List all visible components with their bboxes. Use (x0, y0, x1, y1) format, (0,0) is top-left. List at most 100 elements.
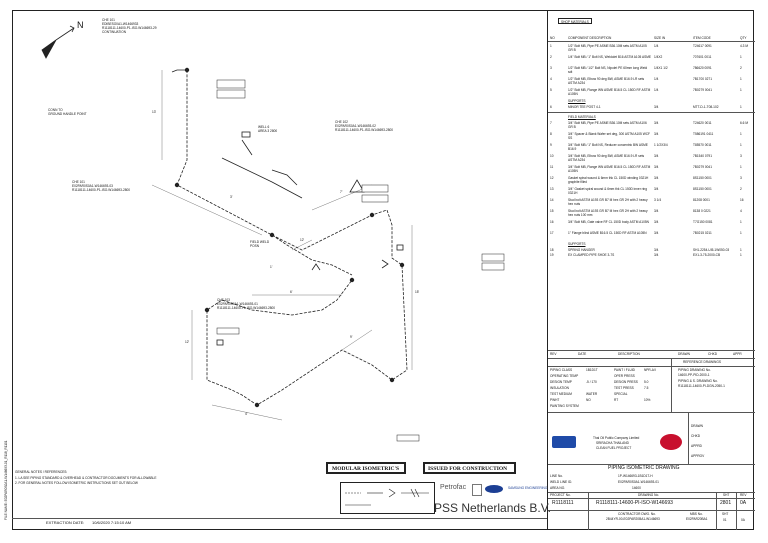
bom-cell: 3/4" Bolt MB, Pipe PE ASME B36.10M sets … (568, 121, 647, 129)
property-cell: TEST MEDIUM (550, 392, 572, 396)
callout-5-line2: E02PAR0S0A1-W146693-01 (217, 302, 258, 306)
ref-4: R1118111-14600-PI-DGN-2050-1 (678, 384, 725, 388)
dim-text: 7' (340, 190, 343, 194)
stamp-issued-text: ISSUED FOR CONSTRUCTION (428, 466, 508, 472)
rev-col-drawn: DRAWN (678, 352, 690, 356)
callout-4-line3: R1118111-14600-P1-ISO-W146693-2800 (335, 128, 394, 132)
rev-col-rev: REV (550, 352, 557, 356)
bom-cell: 1/2" Bolt MB, Flange WN ASME B16.5 CL 15… (568, 88, 651, 96)
sig-apprd: APPRD (691, 444, 702, 448)
bom-cell: 3/4 (654, 209, 659, 213)
bom-cell: 1 (740, 231, 742, 235)
callout-label-1: CHE 101 EDIBESO0A1-W1466933 R1118111-146… (102, 18, 157, 34)
property-cell: PAINT / FLUID (614, 368, 635, 372)
bom-cell: 12 (550, 176, 554, 180)
stamp-modular: MODULAR ISOMETRIC'S (326, 462, 406, 474)
pipe-run-branch (271, 234, 353, 276)
stamp-issued: ISSUED FOR CONSTRUCTION (423, 462, 516, 474)
bill-of-materials: SHOP MATERIALS NO COMPONENT DESCRIPTION … (547, 10, 755, 350)
notes-divider (12, 518, 342, 519)
contractor-no: 2B44YR-00-E02PAR20BA1-W146693 (606, 517, 660, 521)
property-cell: WATER (586, 392, 598, 396)
bom-cell: 13 (550, 187, 554, 191)
bom-cell: 3/4" Bolt MB / 1" Bolt NS, Reducer conce… (568, 143, 648, 151)
callout-2-line2: GROUND HANDLE POINT (48, 112, 87, 116)
thaioil-logo (552, 436, 576, 448)
bom-cell: 18 (550, 248, 554, 252)
bom-cell: Stud bolt ASTM A193 GR B7 M hex GR 2H wi… (568, 198, 648, 206)
logo-s-mark (472, 484, 482, 496)
tb-line (548, 510, 755, 511)
drawing-title: PIPING ISOMETRIC DRAWING (608, 465, 680, 471)
callout-label-5: CHE 103 E02PAR0S0A1-W146693-01 R1118111-… (217, 298, 275, 310)
bom-cell: 2 (550, 55, 552, 59)
callout-3-line1: CHE 101 (72, 180, 85, 184)
bom-section-header: SUPPORTS (568, 99, 586, 103)
bom-cell: 7 (550, 121, 552, 125)
isometric-view (41, 25, 505, 442)
bom-cell: 3/4" Gasket spiral wound & 6mm thk CL 15… (568, 187, 647, 195)
bom-cell: 81208 0001 (693, 198, 710, 202)
property-cell: SPECIAL (614, 392, 628, 396)
vertical-filename: FILE NAME: E02PAR0S0A1-W146693-01_R118_R… (4, 440, 8, 520)
dim-text: 13' (152, 110, 157, 114)
callout-label-6: WELL 6 AREA 3 2800 (258, 125, 277, 133)
rev-label: REV (740, 493, 747, 497)
bom-header-box: SHOP MATERIALS (558, 18, 592, 24)
bom-cell: 14 (550, 198, 554, 202)
callout-6-line2: AREA 3 2800 (258, 129, 278, 133)
property-cell: NPR-A/I (644, 368, 656, 372)
tb-vline (688, 412, 689, 464)
weld-id: E02PAR0S0A1-W146693-01 (618, 480, 659, 484)
bom-header: SHOP MATERIALS (561, 20, 589, 24)
company-project: CLEAN FUEL PROJECT (596, 446, 632, 450)
extraction-date: 10/6/2020 7:15:10 AM (92, 520, 132, 525)
legend-box (340, 482, 435, 514)
bom-cell: 1 (740, 132, 742, 136)
company-name: Thai Oil Public Company Limited (593, 436, 640, 440)
bom-cell: 2 (740, 187, 742, 191)
bom-col-size: SIZE IN (654, 36, 666, 40)
drawing-label: DRAWING No. (638, 493, 660, 497)
bottom-divider (340, 518, 547, 519)
bom-cell: 3/4" Spacer & Blank Wafer set deg, 300 A… (568, 132, 650, 140)
bom-cell: T24617 0091 (693, 44, 712, 48)
bom-cell: 9 (550, 143, 552, 147)
bom-cell: EX CLAMPED PIPE SHOE 3-7S (568, 253, 615, 257)
bom-cell: MINOR TEE POST 4-1 (568, 105, 601, 109)
bom-cell: 7B0279 0041 (693, 88, 712, 92)
bom-cell: 17 (550, 231, 554, 235)
bom-cell: 1/2" Bolt MB / 1/2" Bolt NS, Nipolet PE … (568, 66, 648, 74)
notes-line-1: 1. LA SEE PIPING STANDARD & OVERHEAD & C… (15, 476, 157, 480)
bom-cell: 7B0279 0041 (693, 165, 712, 169)
bom-cell: 3/4 (654, 253, 659, 257)
rev-col-chkd: CHKD (708, 352, 718, 356)
bom-cell: 15 (550, 209, 554, 213)
tb-line (548, 492, 755, 493)
north-label: N (77, 20, 84, 30)
bom-cell: T85570 0011 (693, 143, 712, 147)
bom-cell: 3/4" Bolt MB, Flange WN ASME B16.5 CL 15… (568, 165, 651, 173)
bom-col-code: ITEM CODE (693, 36, 711, 40)
property-cell: OPERATING TEMP (550, 374, 579, 378)
rev-col-appr: APPR (733, 352, 742, 356)
callout-label-2: CONN TO GROUND HANDLE POINT (48, 108, 87, 116)
property-cell: 7.5 (644, 386, 649, 390)
tb-line (548, 412, 755, 413)
bom-cell: 1" Flange blind ASME B16.5 CL 150D RF AS… (568, 231, 647, 235)
bom-cell: 3 (550, 66, 552, 70)
property-cell: DESIGN PRESS (614, 380, 638, 384)
bom-cell: 3/4 (654, 154, 659, 158)
extraction-label: EXTRACTION DATE: (46, 520, 85, 525)
rev-no: 0A (740, 500, 747, 506)
bom-cell: 1/4X2 (654, 55, 663, 59)
rev-col-description: DESCRIPTION (618, 352, 640, 356)
tb-vline (671, 358, 672, 412)
sht2-no: 01 (723, 518, 727, 522)
bom-cell: T586191 0411 (693, 132, 714, 136)
ref-3: PIPING & S. DRAWING No. (678, 379, 718, 383)
tb-vline (588, 492, 589, 530)
pipe-run-upper (171, 69, 187, 73)
bom-cell: MTT-D-1-T08-102 (693, 105, 719, 109)
bom-cell: 1 (740, 77, 742, 81)
